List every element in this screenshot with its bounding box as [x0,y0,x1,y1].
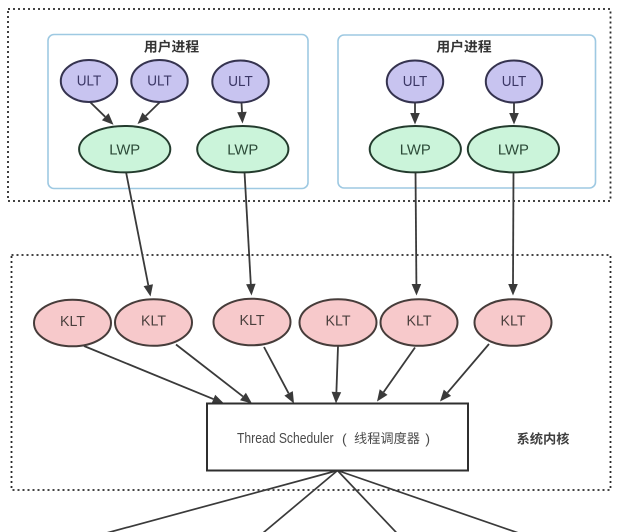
svg-text:ULT: ULT [147,74,172,90]
svg-text:KLT: KLT [141,314,166,330]
svg-text:Thread Scheduler: Thread Scheduler [237,431,334,447]
svg-text:LWP: LWP [227,142,258,159]
svg-text:LWP: LWP [109,142,140,159]
svg-text:ULT: ULT [228,74,253,90]
svg-text:KLT: KLT [60,314,85,330]
svg-text:KLT: KLT [240,313,265,329]
svg-text:ULT: ULT [502,74,527,90]
svg-text:LWP: LWP [400,142,431,159]
svg-text:LWP: LWP [498,142,529,159]
svg-text:ULT: ULT [403,74,428,90]
svg-text:ULT: ULT [77,74,102,90]
svg-text:KLT: KLT [501,314,526,330]
svg-text:): ) [425,431,430,447]
svg-text:KLT: KLT [407,314,432,330]
svg-text:KLT: KLT [326,314,351,330]
svg-text:(: ( [342,431,347,447]
